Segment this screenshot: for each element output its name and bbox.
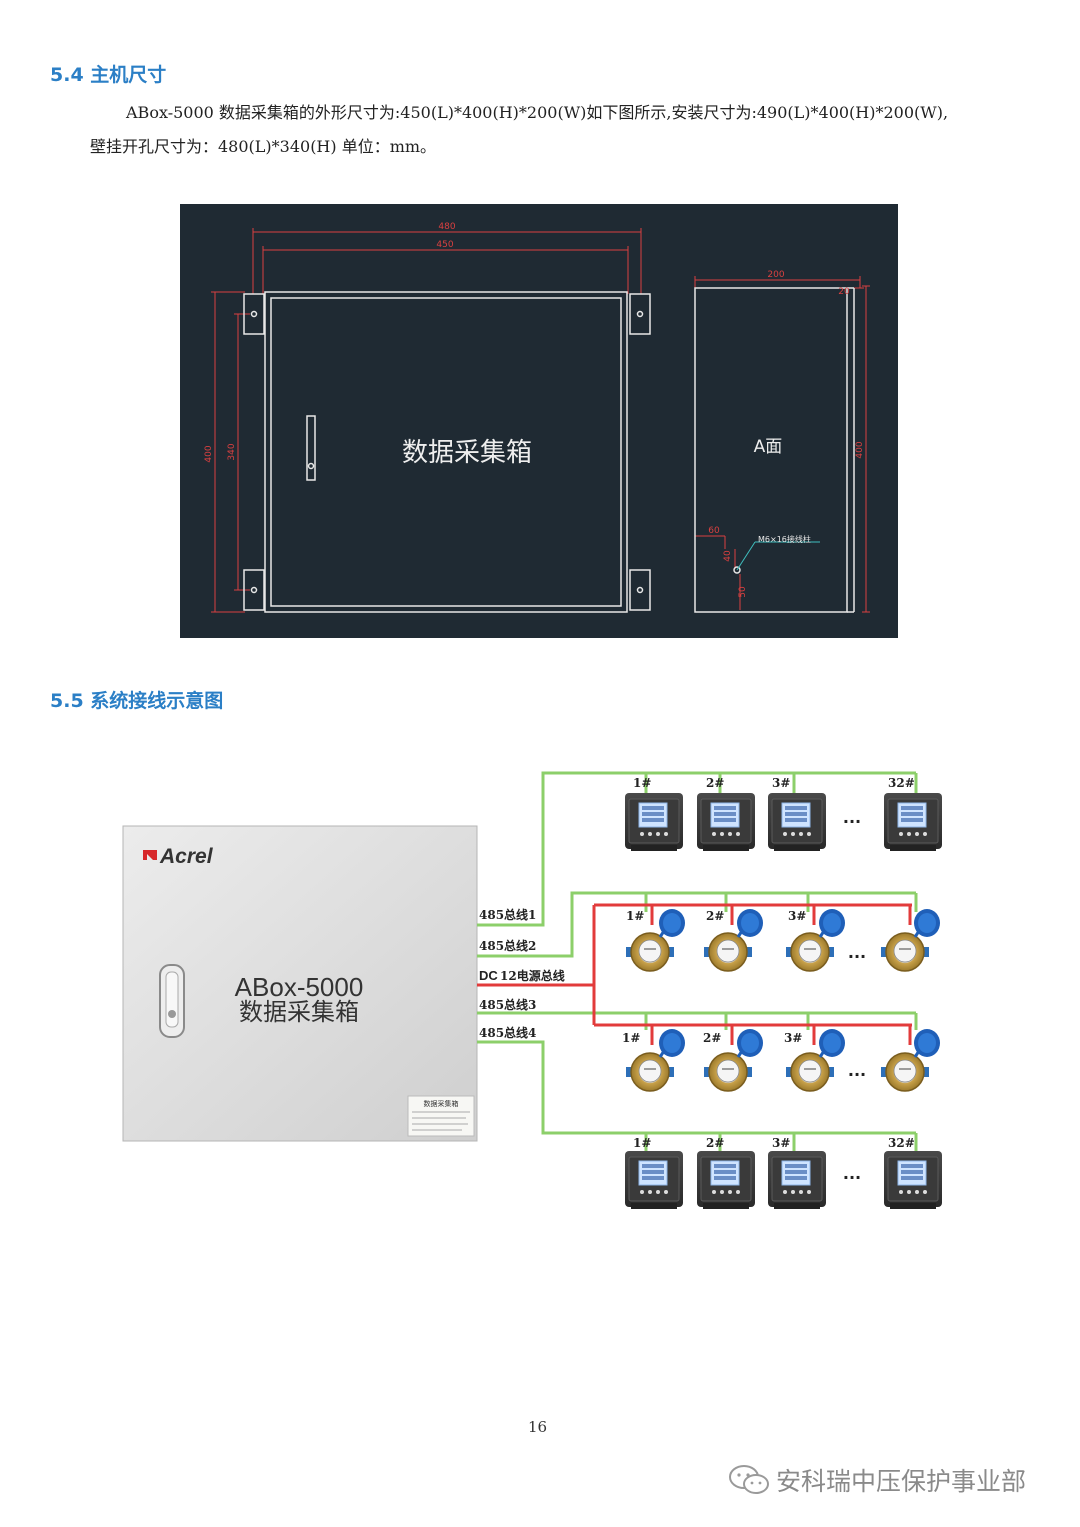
box-label-text: 数据采集箱 xyxy=(239,998,359,1026)
meter-label: 2# xyxy=(706,776,724,790)
power-meter xyxy=(883,1150,943,1210)
water-meter-label: 3# xyxy=(788,909,806,923)
brand-logo-text: Acrel xyxy=(159,845,214,868)
bus-label-485-4: 485总线4 xyxy=(479,1025,536,1040)
power-meter xyxy=(883,792,943,852)
dim-450-text: 450 xyxy=(436,240,453,250)
dim-480-text: 480 xyxy=(438,222,455,232)
meter-label: 1# xyxy=(633,776,651,790)
power-meter xyxy=(767,1150,827,1210)
dc-label-rest: 12电源总线 xyxy=(500,968,565,983)
water-meter-label: 1# xyxy=(626,909,644,923)
dim-60-text: 60 xyxy=(708,526,720,536)
ellipsis: ··· xyxy=(843,1168,861,1187)
bus-label-485-2: 485总线2 xyxy=(479,938,536,953)
dimension-paragraph-line2: 壁挂开孔尺寸为：480(L)*340(H) 单位：mm。 xyxy=(90,137,437,156)
power-meter xyxy=(624,792,684,852)
nameplate-title: 数据采集箱 xyxy=(424,1099,459,1108)
dim-340-text: 340 xyxy=(227,443,237,460)
meter-label: 2# xyxy=(706,1136,724,1150)
side-face-label: A面 xyxy=(754,437,783,457)
watermark: 安科瑞中压保护事业部 xyxy=(728,1462,1026,1498)
bus-label-485-3: 485总线3 xyxy=(479,997,536,1012)
power-meter xyxy=(624,1150,684,1210)
ellipsis: ··· xyxy=(843,812,861,831)
dim-400-text: 400 xyxy=(204,445,214,462)
power-meter xyxy=(696,1150,756,1210)
meter-label: 32# xyxy=(888,776,915,790)
dim-40-text: 40 xyxy=(723,550,733,562)
meter-label: 3# xyxy=(772,1136,790,1150)
wiring-diagram: Acrel ABox-5000 数据采集箱 数据采集箱 xyxy=(122,771,943,1210)
dimension-paragraph-line1: ABox-5000 数据采集箱的外形尺寸为:450(L)*400(H)*200(… xyxy=(126,103,949,122)
section-heading-5-4: 5.4 主机尺寸 xyxy=(50,64,167,86)
front-box-label: 数据采集箱 xyxy=(402,438,532,468)
page-number: 16 xyxy=(528,1418,548,1436)
dc-label-prefix: DC xyxy=(479,968,498,983)
ellipsis: ··· xyxy=(848,947,866,966)
dim-20-text: 20 xyxy=(838,287,850,297)
meter-label: 32# xyxy=(888,1136,915,1150)
meter-label: 1# xyxy=(633,1136,651,1150)
meter-label: 3# xyxy=(772,776,790,790)
water-meter-label: 2# xyxy=(703,1031,721,1045)
power-meter xyxy=(696,792,756,852)
power-meter xyxy=(767,792,827,852)
box-model-text: ABox-5000 xyxy=(235,972,364,1002)
ellipsis: ··· xyxy=(848,1065,866,1084)
dim-50-text: 50 xyxy=(738,586,748,598)
section-heading-5-5: 5.5 系统接线示意图 xyxy=(50,690,224,712)
watermark-text: 安科瑞中压保护事业部 xyxy=(776,1467,1027,1496)
water-meter-label: 2# xyxy=(706,909,724,923)
dim-side-400-text: 400 xyxy=(855,441,865,458)
water-meter-label: 3# xyxy=(784,1031,802,1045)
terminal-note: M6×16接线柱 xyxy=(758,534,811,544)
water-meter-label: 1# xyxy=(622,1031,640,1045)
dim-200-text: 200 xyxy=(767,270,784,280)
wechat-icon xyxy=(729,1465,769,1494)
bus-label-485-1: 485总线1 xyxy=(479,907,536,922)
cad-dimension-drawing: 480 450 400 340 200 20 400 60 40 50 M6×1… xyxy=(180,204,898,638)
